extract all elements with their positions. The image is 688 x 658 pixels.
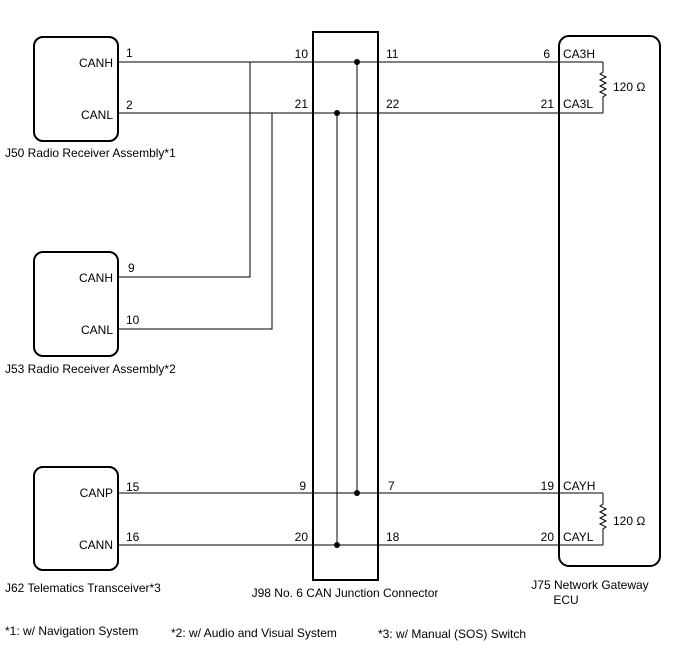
j62-caption: J62 Telematics Transceiver*3 — [5, 581, 161, 595]
j98-caption: J98 No. 6 CAN Junction Connector — [252, 586, 439, 600]
device-j53: CANH CANL 9 10 J53 Radio Receiver Assemb… — [5, 251, 176, 376]
wire-j53-canh — [118, 62, 251, 278]
j50-canl-label: CANL — [81, 108, 113, 122]
j50-caption: J50 Radio Receiver Assembly*1 — [5, 146, 176, 160]
j53-pin-canl: 10 — [126, 313, 140, 327]
j53-caption: J53 Radio Receiver Assembly*2 — [5, 362, 176, 376]
j62-pin-cann: 16 — [126, 530, 140, 544]
j62-box — [33, 466, 119, 571]
footnote-2: *2: w/ Audio and Visual System — [171, 626, 337, 640]
device-j75: 6 CA3H 21 CA3L 19 CAYH 20 CAYL 120 Ω 120… — [531, 35, 661, 607]
j75-ca3h-label: CA3H — [563, 47, 595, 61]
j75-pin-ca3h: 6 — [543, 47, 550, 61]
j62-cann-label: CANN — [79, 538, 113, 552]
j53-pin-canh: 9 — [128, 261, 135, 275]
j75-pin-ca3l: 21 — [541, 97, 555, 111]
j75-cayl-label: CAYL — [563, 530, 594, 544]
footnotes: *1: w/ Navigation System *2: w/ Audio an… — [5, 624, 526, 641]
device-j62: CANP CANN 15 16 J62 Telematics Transceiv… — [5, 466, 161, 595]
junction-dot — [334, 110, 340, 116]
j50-box — [33, 36, 119, 142]
wire-j53-canl — [118, 113, 273, 330]
j50-pin-canh: 1 — [126, 46, 133, 60]
j98-pin-right-2: 22 — [386, 97, 400, 111]
j50-pin-canl: 2 — [126, 98, 133, 112]
j98-pin-right-4: 18 — [386, 530, 400, 544]
j75-pin-cayh: 19 — [541, 479, 555, 493]
j75-box — [558, 35, 661, 567]
junction-dot — [354, 59, 360, 65]
junction-dot — [354, 490, 360, 496]
j98-pin-left-1: 10 — [295, 47, 309, 61]
j62-pin-canp: 15 — [126, 480, 140, 494]
j75-ca3l-label: CA3L — [563, 97, 593, 111]
j75-resistor-bottom-label: 120 Ω — [613, 514, 645, 528]
j53-box — [33, 251, 119, 357]
wires — [118, 59, 603, 548]
resistor-top-icon — [598, 62, 608, 113]
j53-canh-label: CANH — [79, 271, 113, 285]
footnote-3: *3: w/ Manual (SOS) Switch — [378, 627, 526, 641]
connector-j98: 10 21 9 20 11 22 7 18 J98 No. 6 CAN Junc… — [252, 31, 439, 600]
j50-canh-label: CANH — [79, 56, 113, 70]
j75-pin-cayl: 20 — [541, 530, 555, 544]
j75-caption-line1: J75 Network Gateway — [531, 578, 648, 592]
j75-resistor-top-label: 120 Ω — [613, 80, 645, 94]
j62-canp-label: CANP — [80, 486, 113, 500]
j75-caption-line2: ECU — [553, 593, 578, 607]
device-j50: CANH CANL 1 2 J50 Radio Receiver Assembl… — [5, 36, 176, 160]
j98-pin-left-2: 21 — [295, 97, 309, 111]
j98-pin-right-1: 11 — [386, 47, 399, 61]
j98-pin-right-3: 7 — [388, 479, 395, 493]
j75-cayh-label: CAYH — [563, 479, 595, 493]
resistor-bottom-icon — [598, 493, 608, 545]
junction-dot — [334, 542, 340, 548]
j98-box — [312, 31, 379, 581]
resistors — [598, 62, 608, 545]
j98-pin-left-3: 9 — [299, 479, 306, 493]
j98-pin-left-4: 20 — [295, 530, 309, 544]
j53-canl-label: CANL — [81, 323, 113, 337]
footnote-1: *1: w/ Navigation System — [5, 624, 138, 638]
